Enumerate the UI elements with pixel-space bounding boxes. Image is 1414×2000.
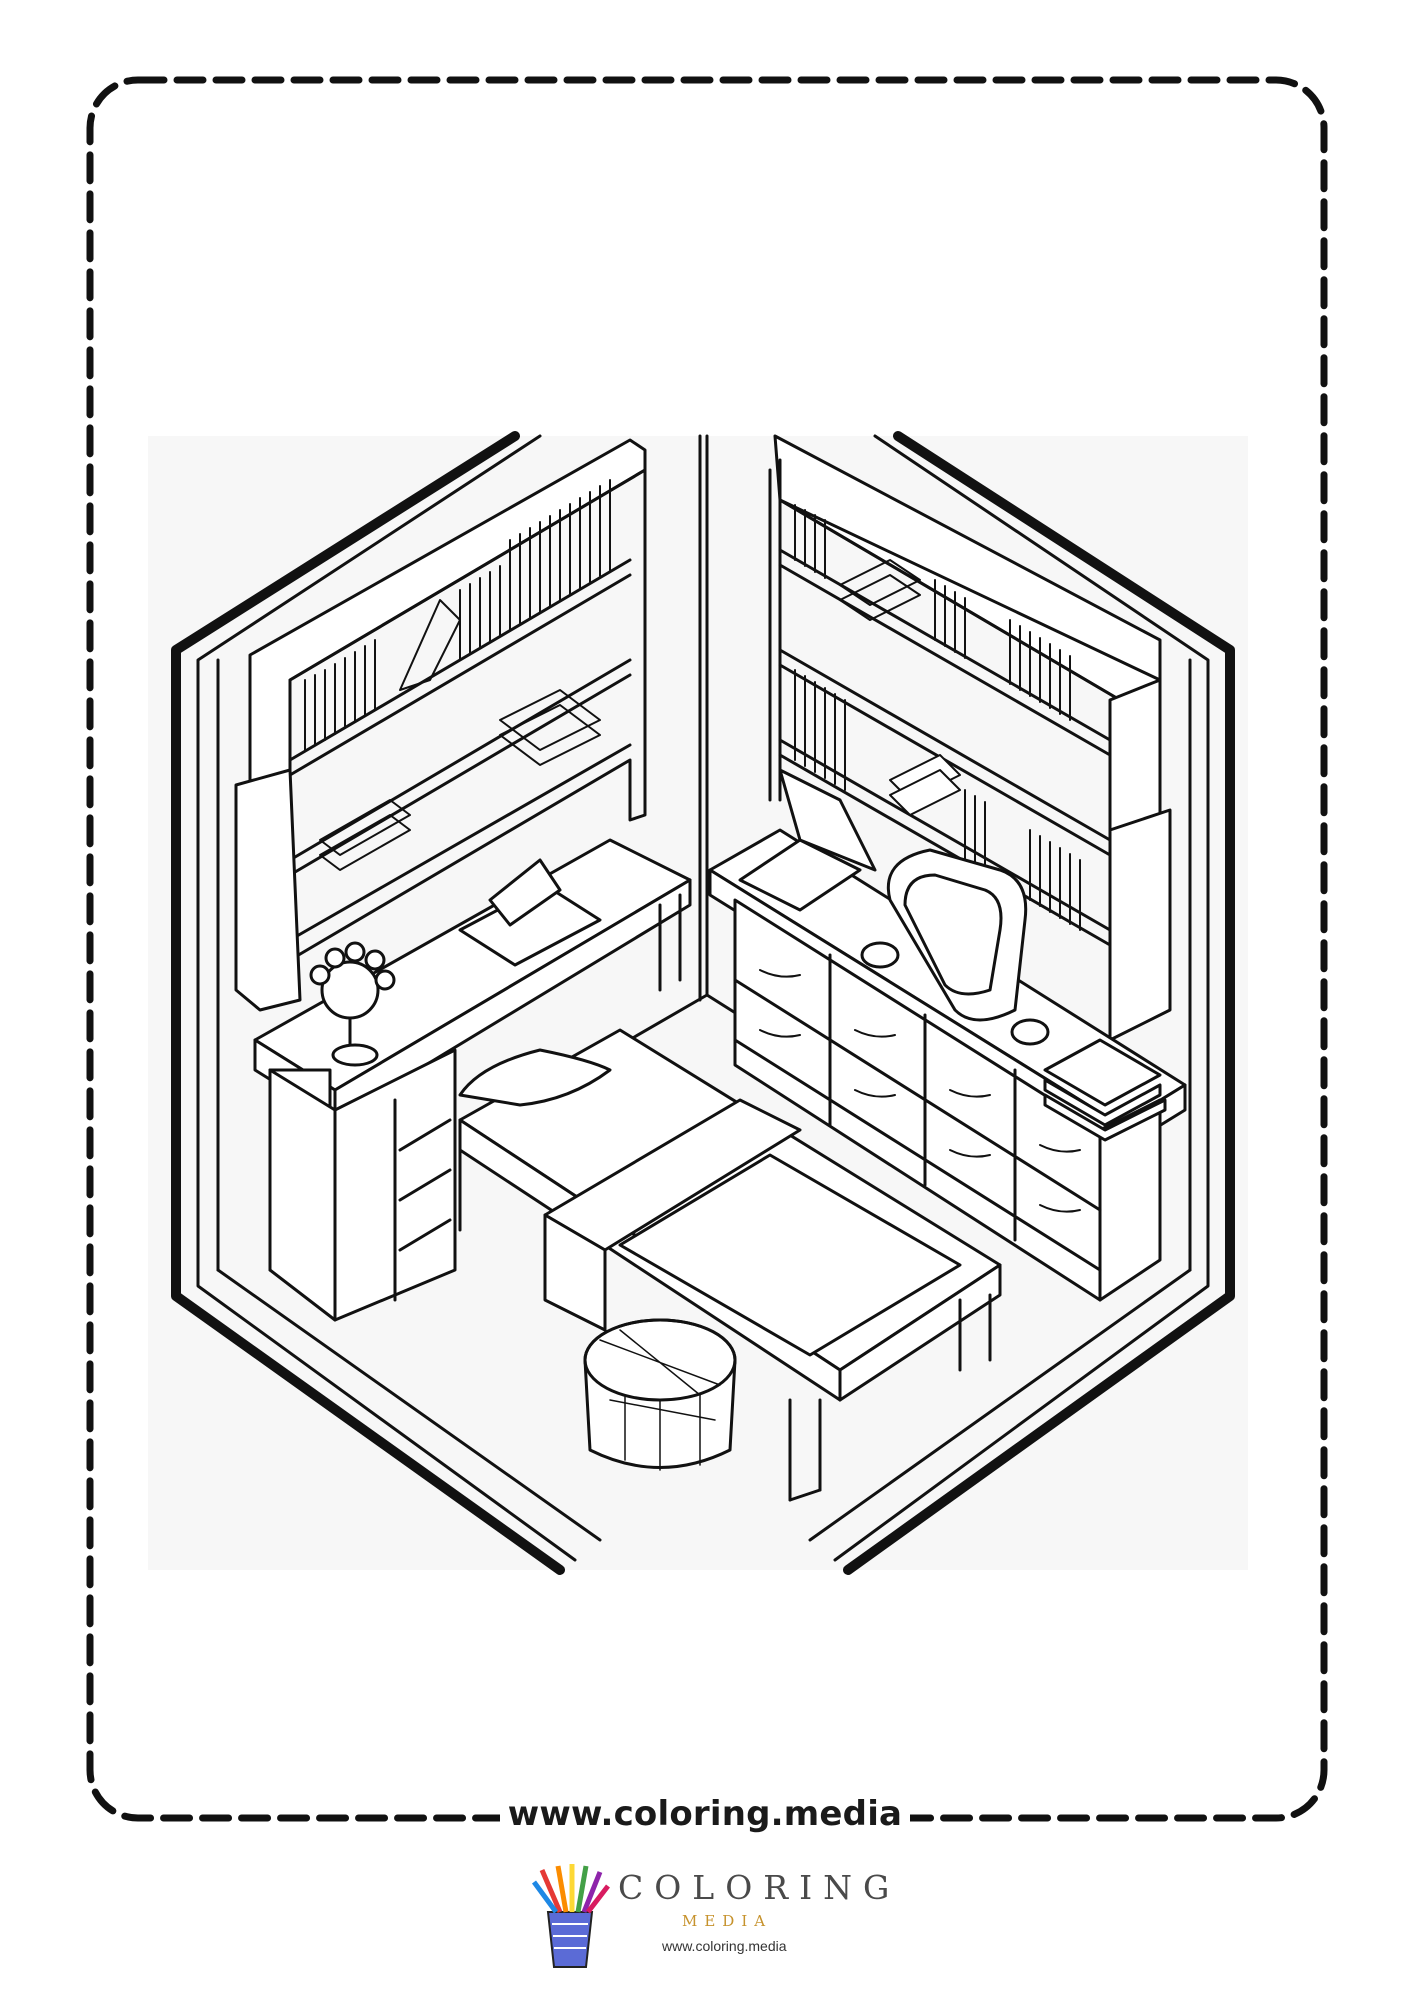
brand-logo[interactable]: COLORING MEDIA www.coloring.media <box>530 1862 889 1982</box>
left-bookshelf <box>234 438 647 1012</box>
room-outline <box>171 431 1235 1575</box>
logo-subtitle: MEDIA <box>682 1912 773 1930</box>
logo-wordmark: COLORING <box>618 1868 901 1907</box>
bed <box>458 1028 1002 1502</box>
right-desk <box>708 768 1187 1302</box>
footer-url[interactable]: www.coloring.media <box>500 1786 910 1842</box>
left-desk <box>253 838 692 1322</box>
pencil-cup-icon <box>531 1864 610 1968</box>
pouf <box>583 1318 737 1471</box>
right-bookshelf <box>768 434 1172 1042</box>
logo-url[interactable]: www.coloring.media <box>662 1938 787 1954</box>
